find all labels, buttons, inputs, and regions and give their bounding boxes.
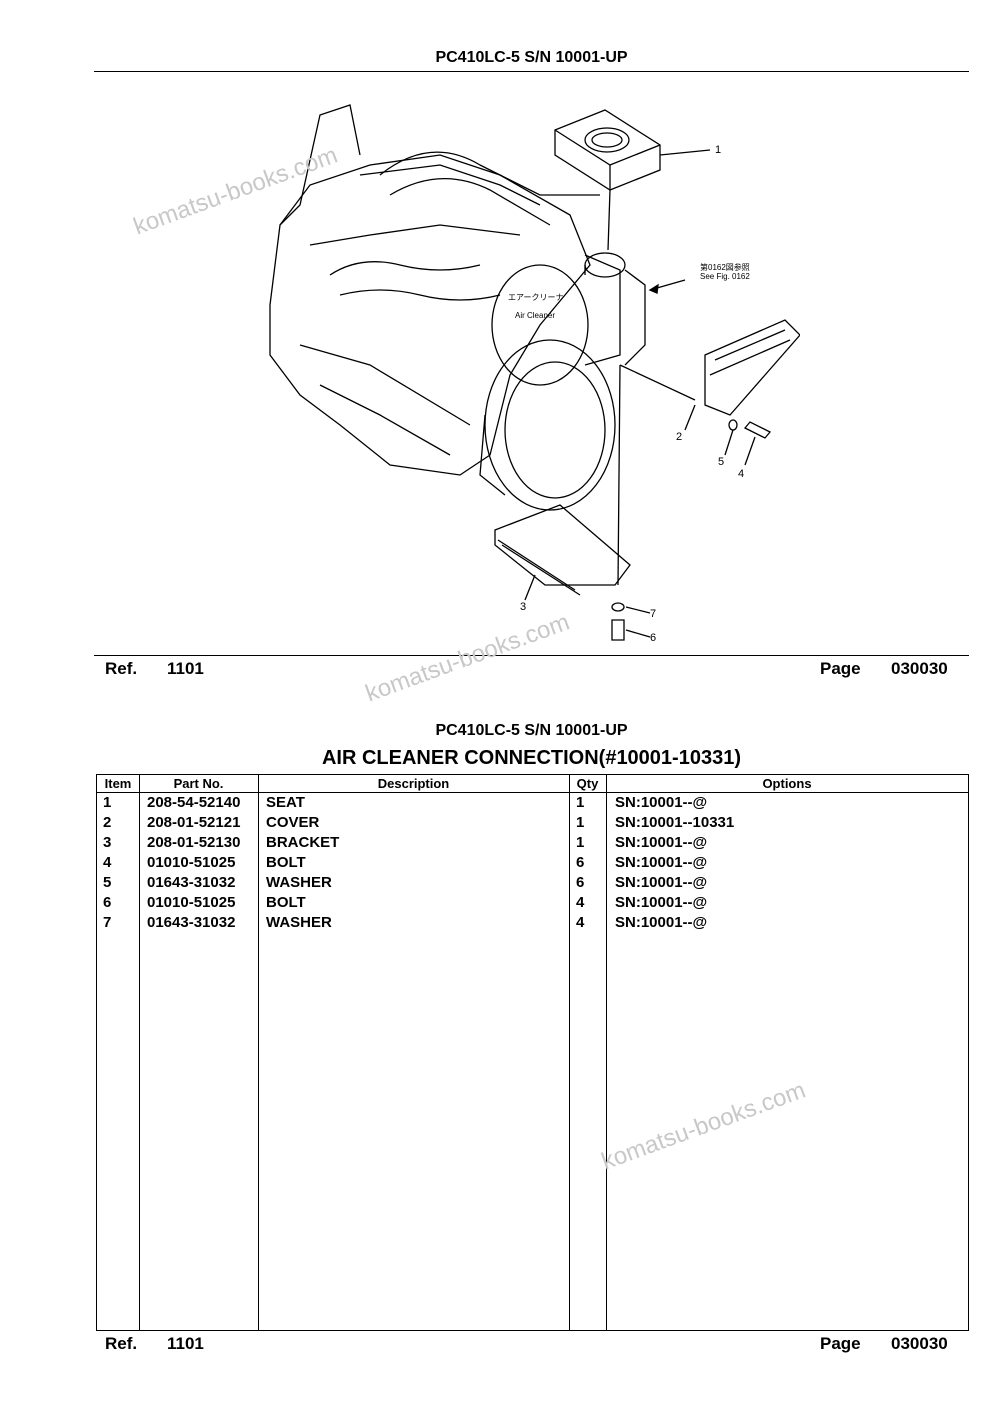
- table-row: 7 01643-31032 WASHER 4 SN:10001--@: [97, 913, 968, 933]
- callout-5: 5: [718, 456, 724, 468]
- item-cell: 4: [103, 854, 112, 871]
- options-cell: SN:10001--@: [615, 914, 708, 931]
- description-cell: COVER: [266, 814, 320, 831]
- qty-cell: 1: [576, 814, 585, 831]
- options-cell: SN:10001--@: [615, 894, 708, 911]
- part-no-cell: 208-01-52121: [147, 814, 241, 831]
- part-no-cell: 01643-31032: [147, 874, 236, 891]
- description-cell: SEAT: [266, 794, 305, 811]
- description-cell: WASHER: [266, 914, 332, 931]
- table-row: 1 208-54-52140 SEAT 1 SN:10001--@: [97, 793, 968, 813]
- air-cleaner-label-jp: エアークリーナ: [508, 293, 564, 302]
- col-divider: [139, 775, 140, 1330]
- col-header-part-no: Part No.: [173, 776, 224, 791]
- callout-3: 3: [520, 601, 526, 613]
- table-row: 5 01643-31032 WASHER 6 SN:10001--@: [97, 873, 968, 893]
- options-cell: SN:10001--@: [615, 854, 708, 871]
- options-cell: SN:10001--@: [615, 874, 708, 891]
- parts-table: Item Part No. Description Qty Options 1 …: [96, 774, 969, 1331]
- col-header-description: Description: [377, 776, 450, 791]
- description-cell: BOLT: [266, 894, 306, 911]
- qty-cell: 1: [576, 794, 585, 811]
- part-no-cell: 01010-51025: [147, 894, 236, 911]
- table-row: 6 01010-51025 BOLT 4 SN:10001--@: [97, 893, 968, 913]
- item-cell: 7: [103, 914, 112, 931]
- callout-1: 1: [715, 144, 721, 156]
- qty-cell: 6: [576, 874, 585, 891]
- callout-2: 2: [676, 431, 682, 443]
- part-no-cell: 01643-31032: [147, 914, 236, 931]
- item-cell: 1: [103, 794, 112, 811]
- col-divider: [606, 775, 607, 1330]
- callout-7: 7: [650, 608, 656, 620]
- upper-page-value: 030030: [891, 659, 948, 678]
- see-fig-label: See Fig. 0162: [700, 272, 750, 281]
- lower-page-value: 030030: [891, 1334, 948, 1353]
- header-divider: [97, 792, 968, 793]
- item-cell: 2: [103, 814, 112, 831]
- qty-cell: 6: [576, 854, 585, 871]
- options-cell: SN:10001--10331: [615, 814, 735, 831]
- options-cell: SN:10001--@: [615, 834, 708, 851]
- table-title: AIR CLEANER CONNECTION(#10001-10331): [321, 747, 741, 769]
- part-no-cell: 208-54-52140: [147, 794, 241, 811]
- callout-6: 6: [650, 632, 656, 644]
- upper-ref-value: 1101: [167, 659, 204, 678]
- upper-footer-rule: [94, 655, 969, 656]
- qty-cell: 4: [576, 894, 585, 911]
- callout-4: 4: [738, 468, 744, 480]
- exploded-parts-diagram: エアークリーナ Air Cleaner 第0162図参照 See Fig. 01…: [269, 104, 800, 644]
- part-no-cell: 208-01-52130: [147, 834, 241, 851]
- air-cleaner-label: Air Cleaner: [515, 311, 555, 320]
- description-cell: WASHER: [266, 874, 332, 891]
- description-cell: BRACKET: [266, 834, 340, 851]
- table-row: 3 208-01-52130 BRACKET 1 SN:10001--@: [97, 833, 968, 853]
- options-cell: SN:10001--@: [615, 794, 708, 811]
- upper-page-label: Page: [820, 659, 861, 678]
- lower-page-label: Page: [820, 1334, 861, 1353]
- col-divider: [569, 775, 570, 1330]
- qty-cell: 4: [576, 914, 585, 931]
- col-header-item: Item: [104, 776, 132, 791]
- page-header: PC410LC-5 S/N 10001-UP: [435, 49, 628, 66]
- table-row: 2 208-01-52121 COVER 1 SN:10001--10331: [97, 813, 968, 833]
- upper-ref-label: Ref.: [105, 659, 138, 678]
- qty-cell: 1: [576, 834, 585, 851]
- part-no-cell: 01010-51025: [147, 854, 236, 871]
- lower-ref-value: 1101: [167, 1334, 204, 1353]
- table-model-header: PC410LC-5 S/N 10001-UP: [435, 722, 628, 739]
- col-header-qty: Qty: [576, 776, 599, 791]
- table-row: 4 01010-51025 BOLT 6 SN:10001--@: [97, 853, 968, 873]
- description-cell: BOLT: [266, 854, 306, 871]
- col-divider: [258, 775, 259, 1330]
- header-rule: [94, 71, 969, 72]
- item-cell: 6: [103, 894, 112, 911]
- see-fig-label-jp: 第0162図参照: [700, 262, 750, 272]
- item-cell: 5: [103, 874, 112, 891]
- item-cell: 3: [103, 834, 112, 851]
- lower-ref-label: Ref.: [105, 1334, 138, 1353]
- col-header-options: Options: [762, 776, 812, 791]
